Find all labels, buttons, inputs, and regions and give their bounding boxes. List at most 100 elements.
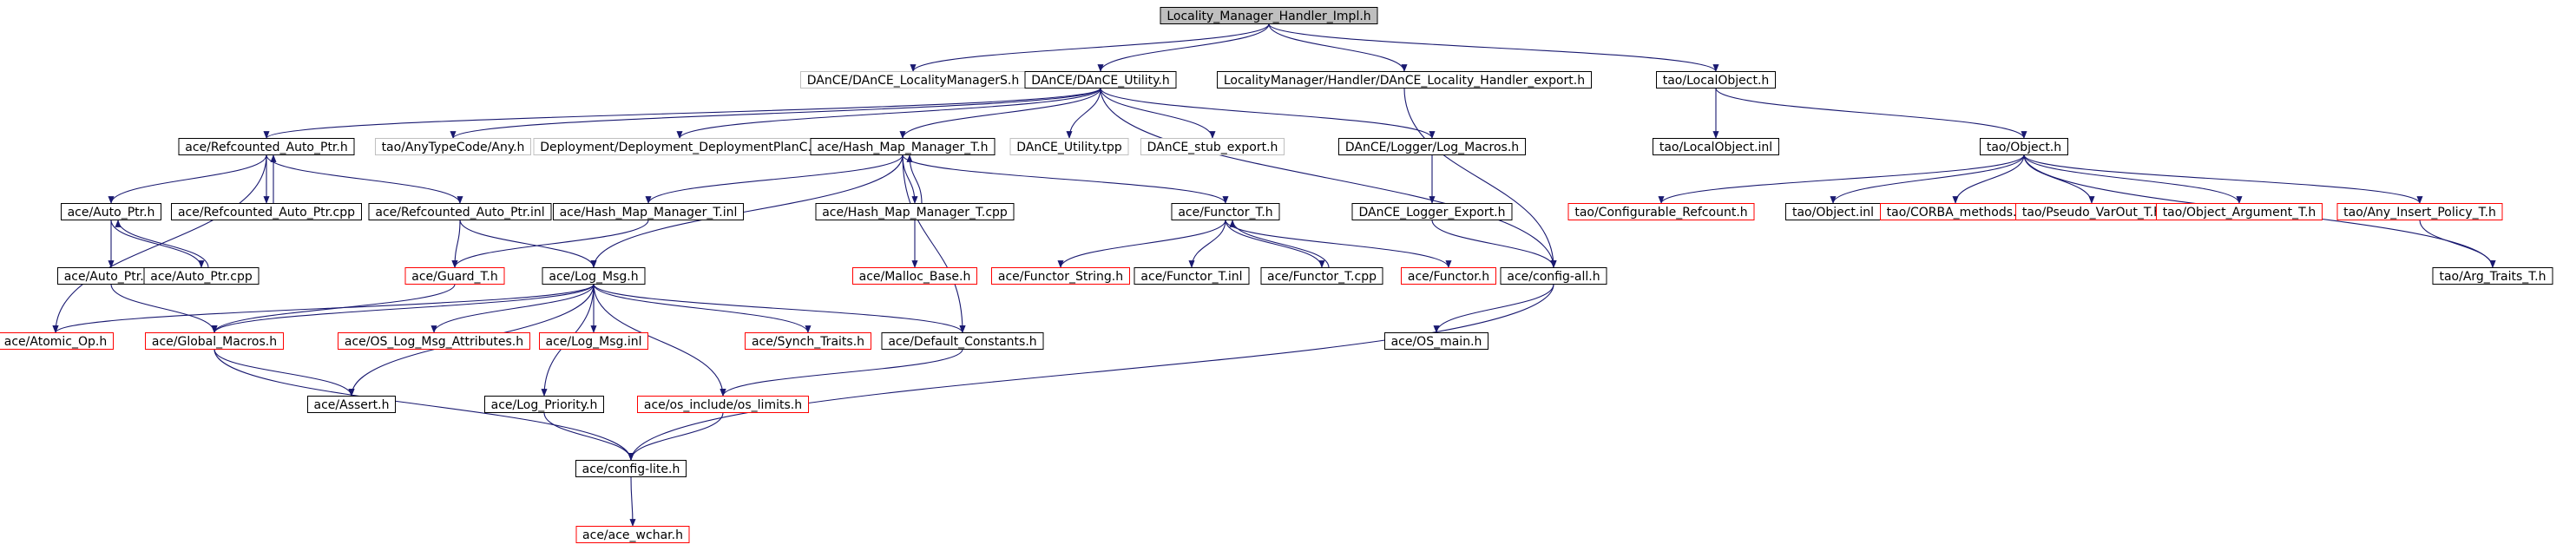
file-node-auto-ptr-cpp[interactable]: ace/Auto_Ptr.cpp bbox=[143, 267, 260, 285]
node-label: ace/ace_wchar.h bbox=[582, 528, 683, 542]
node-box bbox=[484, 396, 604, 413]
file-node-refcounted-inl[interactable]: ace/Refcounted_Auto_Ptr.inl bbox=[368, 203, 552, 220]
file-node-dance-util-tpp[interactable]: DAnCE_Utility.tpp bbox=[1009, 138, 1129, 155]
edge-refcounted-inl-to-guard-t bbox=[451, 220, 461, 268]
file-node-arg-traits[interactable]: tao/Arg_Traits_T.h bbox=[2432, 267, 2553, 285]
edge-auto-ptr-to-auto-ptr-cpp bbox=[110, 220, 205, 268]
node-box bbox=[368, 203, 552, 220]
node-box bbox=[171, 203, 362, 220]
node-box bbox=[145, 332, 284, 350]
edge-dance-util-to-hash-map-mgr bbox=[899, 88, 1101, 139]
file-node-log-msg[interactable]: ace/Log_Msg.h bbox=[542, 267, 646, 285]
node-box bbox=[2156, 203, 2323, 220]
node-box bbox=[307, 396, 396, 413]
file-node-functor-t-cpp[interactable]: ace/Functor_T.cpp bbox=[1260, 267, 1383, 285]
edge-auto-ptr-cpp-to-auto-ptr bbox=[115, 220, 209, 268]
file-node-hash-map-inl[interactable]: ace/Hash_Map_Manager_T.inl bbox=[553, 203, 744, 220]
edge-config-all-to-os-main bbox=[1433, 284, 1554, 333]
node-label: ace/Assert.h bbox=[314, 398, 390, 412]
edge-root-to-dance-util bbox=[1097, 23, 1270, 72]
edge-root-to-loc-mgr-s bbox=[910, 23, 1270, 72]
edge-tao-object-to-any-insert bbox=[2023, 154, 2423, 204]
node-box bbox=[1134, 267, 1250, 285]
file-node-conf-refcount[interactable]: tao/Configurable_Refcount.h bbox=[1567, 203, 1755, 220]
node-label: ace/Functor_T.cpp bbox=[1267, 270, 1377, 284]
edge-log-msg-to-atomic-op bbox=[52, 284, 595, 333]
file-node-synch-traits[interactable]: ace/Synch_Traits.h bbox=[745, 332, 871, 350]
file-node-object-argument[interactable]: tao/Object_Argument_T.h bbox=[2156, 203, 2323, 220]
file-node-any-insert[interactable]: tao/Any_Insert_Policy_T.h bbox=[2336, 203, 2503, 220]
node-box bbox=[0, 332, 114, 350]
file-node-functor-t[interactable]: ace/Functor_T.h bbox=[1171, 203, 1280, 220]
node-label: DAnCE/Logger/Log_Macros.h bbox=[1345, 141, 1519, 154]
file-node-tao-localobj-inl[interactable]: tao/LocalObject.inl bbox=[1653, 138, 1779, 155]
file-node-guard-t[interactable]: ace/Guard_T.h bbox=[404, 267, 505, 285]
dependency-edges bbox=[52, 23, 2496, 527]
node-label: DAnCE_stub_export.h bbox=[1147, 141, 1278, 154]
file-node-refcounted-auto-ptr[interactable]: ace/Refcounted_Auto_Ptr.h bbox=[178, 138, 355, 155]
file-node-log-priority[interactable]: ace/Log_Priority.h bbox=[484, 396, 604, 413]
file-node-os-main[interactable]: ace/OS_main.h bbox=[1384, 332, 1488, 350]
node-label: ace/Default_Constants.h bbox=[888, 335, 1036, 349]
file-node-tao-any[interactable]: tao/AnyTypeCode/Any.h bbox=[375, 138, 531, 155]
node-label: tao/CORBA_methods.h bbox=[1887, 206, 2025, 220]
file-node-tao-localobj[interactable]: tao/LocalObject.h bbox=[1656, 71, 1776, 89]
file-node-loc-handler-export[interactable]: LocalityManager/Handler/DAnCE_Locality_H… bbox=[1217, 71, 1592, 89]
edge-config-all-to-config-lite bbox=[628, 284, 1554, 461]
node-box bbox=[375, 138, 531, 155]
file-node-os-log-msg-attr[interactable]: ace/OS_Log_Msg_Attributes.h bbox=[338, 332, 530, 350]
file-node-atomic-op[interactable]: ace/Atomic_Op.h bbox=[0, 332, 114, 350]
file-node-dance-util[interactable]: DAnCE/DAnCE_Utility.h bbox=[1024, 71, 1177, 89]
edge-guard-t-to-global-macros bbox=[211, 284, 456, 333]
edge-refcounted-auto-ptr-to-refcounted-inl bbox=[266, 154, 463, 204]
file-node-assert-h[interactable]: ace/Assert.h bbox=[307, 396, 396, 413]
file-node-default-constants[interactable]: ace/Default_Constants.h bbox=[881, 332, 1044, 350]
node-box bbox=[338, 332, 530, 350]
file-node-loc-mgr-s[interactable]: DAnCE/DAnCE_LocalityManagerS.h bbox=[800, 71, 1026, 89]
node-label: tao/Arg_Traits_T.h bbox=[2439, 270, 2546, 284]
file-node-root[interactable]: Locality_Manager_Handler_Impl.h bbox=[1160, 7, 1378, 24]
file-node-refcounted-cpp[interactable]: ace/Refcounted_Auto_Ptr.cpp bbox=[171, 203, 362, 220]
file-node-functor-h[interactable]: ace/Functor.h bbox=[1401, 267, 1496, 285]
node-box bbox=[1567, 203, 1755, 220]
file-node-tao-object-inl[interactable]: tao/Object.inl bbox=[1785, 203, 1881, 220]
node-box bbox=[852, 267, 977, 285]
file-node-auto-ptr[interactable]: ace/Auto_Ptr.h bbox=[61, 203, 161, 220]
edge-hash-map-mgr-to-hash-map-inl bbox=[645, 154, 904, 204]
file-node-auto-ptr-inl[interactable]: ace/Auto_Ptr.inl bbox=[57, 267, 165, 285]
file-node-global-macros[interactable]: ace/Global_Macros.h bbox=[145, 332, 284, 350]
node-label: DAnCE/DAnCE_Utility.h bbox=[1031, 74, 1169, 88]
edge-logger-export-to-config-all bbox=[1431, 220, 1557, 268]
file-node-hash-map-cpp[interactable]: ace/Hash_Map_Manager_T.cpp bbox=[815, 203, 1015, 220]
file-node-config-all[interactable]: ace/config-all.h bbox=[1500, 267, 1607, 285]
file-node-functor-string[interactable]: ace/Functor_String.h bbox=[991, 267, 1130, 285]
file-node-stub-export[interactable]: DAnCE_stub_export.h bbox=[1140, 138, 1285, 155]
node-box bbox=[1656, 71, 1776, 89]
node-label: ace/Refcounted_Auto_Ptr.h bbox=[185, 141, 347, 154]
node-box bbox=[1171, 203, 1280, 220]
edge-tao-object-to-tao-object-inl bbox=[1830, 154, 2025, 204]
file-node-hash-map-mgr[interactable]: ace/Hash_Map_Manager_T.h bbox=[810, 138, 996, 155]
node-label: DAnCE_Logger_Export.h bbox=[1358, 206, 1505, 220]
file-node-corba-methods[interactable]: tao/CORBA_methods.h bbox=[1880, 203, 2031, 220]
file-node-malloc-base[interactable]: ace/Malloc_Base.h bbox=[852, 267, 977, 285]
file-node-tao-object[interactable]: tao/Object.h bbox=[1980, 138, 2068, 155]
file-node-logger-export[interactable]: DAnCE_Logger_Export.h bbox=[1351, 203, 1513, 220]
file-node-deployment-planc[interactable]: Deployment/Deployment_DeploymentPlanC.h bbox=[533, 138, 826, 155]
node-label: tao/Configurable_Refcount.h bbox=[1574, 206, 1747, 220]
node-box bbox=[575, 526, 690, 543]
file-node-pseudo-varout[interactable]: tao/Pseudo_VarOut_T.h bbox=[2015, 203, 2168, 220]
node-box bbox=[1653, 138, 1779, 155]
edge-hash-map-mgr-to-functor-t bbox=[902, 154, 1229, 204]
file-node-log-msg-inl[interactable]: ace/Log_Msg.inl bbox=[539, 332, 648, 350]
node-label: tao/LocalObject.inl bbox=[1659, 141, 1772, 154]
node-box bbox=[991, 267, 1130, 285]
file-node-log-macros[interactable]: DAnCE/Logger/Log_Macros.h bbox=[1338, 138, 1526, 155]
file-node-config-lite[interactable]: ace/config-lite.h bbox=[575, 460, 687, 477]
file-node-ace-wchar[interactable]: ace/ace_wchar.h bbox=[575, 526, 690, 543]
node-label: ace/Refcounted_Auto_Ptr.inl bbox=[375, 206, 544, 220]
file-node-os-limits[interactable]: ace/os_include/os_limits.h bbox=[637, 396, 809, 413]
node-box bbox=[1338, 138, 1526, 155]
file-node-functor-t-inl[interactable]: ace/Functor_T.inl bbox=[1134, 267, 1250, 285]
